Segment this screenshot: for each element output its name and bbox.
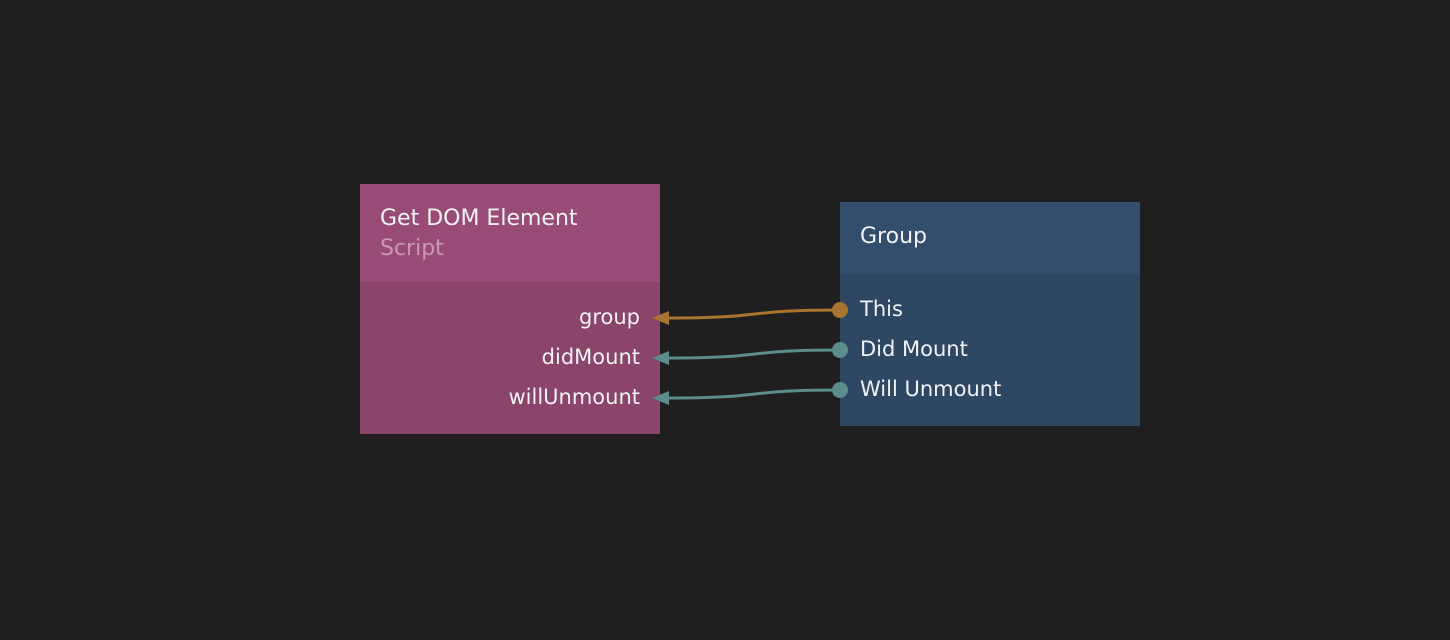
port-group[interactable]: group bbox=[579, 305, 640, 329]
node-title: Group bbox=[860, 224, 927, 249]
node-header[interactable]: Group bbox=[840, 202, 1140, 274]
node-group[interactable]: Group This Did Mount Will Unmount bbox=[840, 202, 1140, 426]
port-did-mount[interactable]: Did Mount bbox=[860, 337, 968, 361]
node-subtitle: Script bbox=[380, 236, 444, 261]
node-header[interactable]: Get DOM Element Script bbox=[360, 184, 660, 282]
node-get-dom-element[interactable]: Get DOM Element Script group didMount wi… bbox=[360, 184, 660, 434]
wire-this-group[interactable] bbox=[667, 308, 841, 320]
port-didmount[interactable]: didMount bbox=[541, 345, 640, 369]
wire-didmount[interactable] bbox=[667, 348, 841, 360]
port-will-unmount[interactable]: Will Unmount bbox=[860, 377, 1002, 401]
wire-willunmount[interactable] bbox=[667, 388, 841, 400]
node-title: Get DOM Element bbox=[380, 206, 578, 231]
port-this[interactable]: This bbox=[860, 297, 903, 321]
port-willunmount[interactable]: willUnmount bbox=[508, 385, 640, 409]
